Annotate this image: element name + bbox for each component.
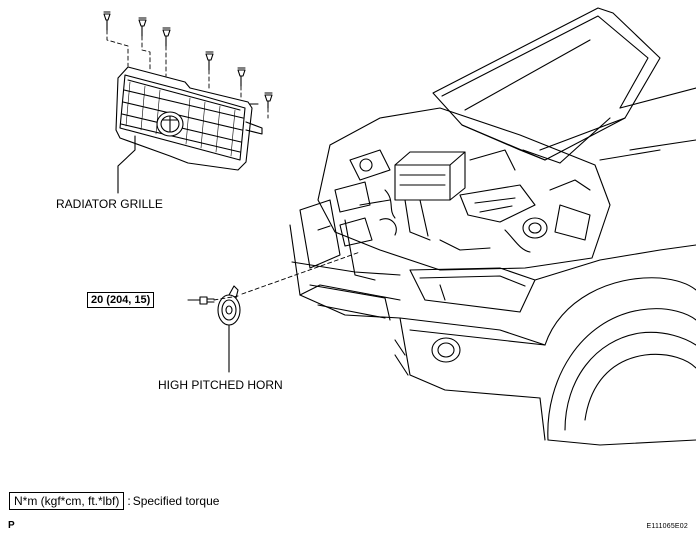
- high-pitched-horn-label: HIGH PITCHED HORN: [158, 378, 283, 392]
- clip-icon: [237, 67, 246, 87]
- clip-icon: [138, 17, 147, 37]
- torque-value-box: 20 (204, 15): [87, 292, 155, 308]
- grille-leader-line: [117, 135, 136, 194]
- radiator-grille-icon: [115, 66, 263, 171]
- bolt-icon: [187, 296, 215, 305]
- horn-icon: [217, 285, 241, 326]
- torque-legend: N*m (kgf*cm, ft.*lbf):Specified torque: [9, 492, 219, 510]
- clip-icon: [103, 11, 111, 31]
- document-code: E111065E02: [646, 523, 688, 530]
- legend-separator: :: [127, 494, 131, 508]
- clip-icon: [264, 92, 273, 109]
- legend-description: Specified torque: [132, 494, 220, 508]
- torque-unit-box: N*m (kgf*cm, ft.*lbf): [9, 492, 125, 510]
- horn-install-line: [213, 251, 361, 301]
- vehicle-front-icon: [289, 7, 696, 446]
- clip-leader-lines: [106, 29, 269, 119]
- clip-icon: [162, 27, 171, 47]
- radiator-grille-label: RADIATOR GRILLE: [56, 197, 163, 211]
- page-letter: P: [8, 520, 15, 531]
- clip-icon: [205, 51, 214, 71]
